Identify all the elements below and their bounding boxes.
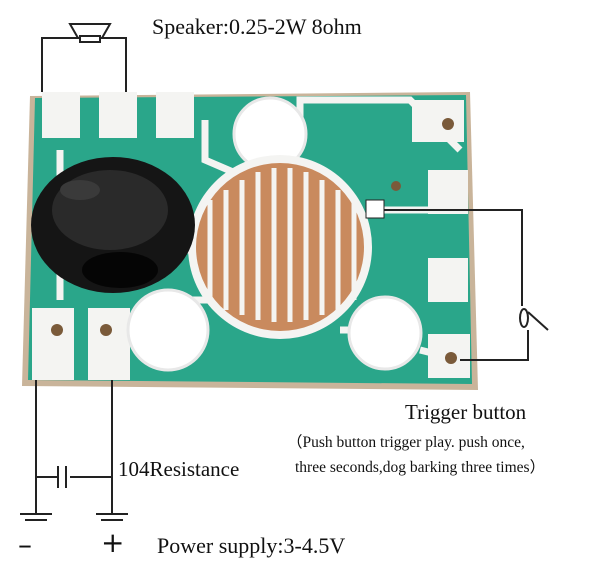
power-supply-label: Power supply:3-4.5V	[157, 533, 346, 558]
speaker-wiring	[41, 37, 127, 92]
plus-terminal-label: +	[101, 526, 125, 559]
pcb-board	[22, 92, 478, 390]
ground-icon	[96, 513, 128, 521]
trigger-description-line2: three seconds,dog barking three times）	[295, 459, 546, 476]
pad-right-1	[412, 100, 464, 142]
copper-touch-pad	[188, 155, 385, 339]
pad-top-2	[99, 92, 137, 138]
trigger-wiring	[384, 209, 529, 361]
pad-right-2	[428, 170, 468, 214]
ground-icon	[20, 513, 52, 521]
pad-right-3	[428, 258, 468, 302]
pad-bottom-1	[32, 308, 74, 380]
chip-blob	[31, 157, 195, 293]
capacitor-label: 104Resistance	[118, 457, 240, 481]
switch-icon	[519, 308, 549, 331]
minus-terminal-label: –	[18, 528, 32, 561]
power-wiring	[35, 380, 113, 514]
pad-top-1	[42, 92, 80, 138]
trigger-button-label: Trigger button	[405, 400, 527, 424]
trigger-description-line1: （Push button trigger play. push once,	[287, 434, 525, 451]
speaker-label: Speaker:0.25-2W 8ohm	[152, 14, 362, 39]
mount-hole-bottom-right	[347, 295, 423, 371]
pad-top-3	[156, 92, 194, 138]
pad-bottom-2	[88, 308, 130, 380]
speaker-icon	[68, 23, 112, 43]
capacitor-icon	[57, 466, 67, 488]
mount-hole-bottom-left	[126, 288, 210, 372]
